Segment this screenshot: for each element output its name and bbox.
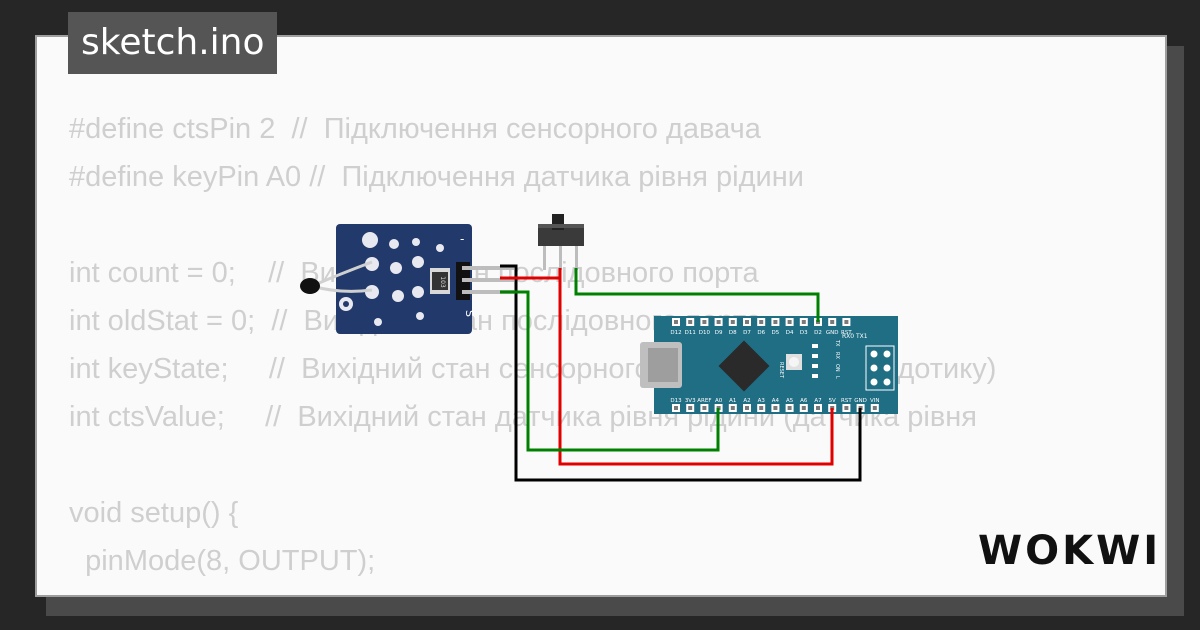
wire-red-5v: [500, 276, 834, 466]
pin-label-minus: -: [460, 232, 464, 246]
pin-hole: [787, 406, 792, 410]
code-line: #define keyPin A0 // Підключення датчика…: [69, 161, 804, 193]
pin-hole: [674, 406, 678, 410]
led-label-rx: RX: [834, 352, 840, 359]
code-line: #define ctsPin 2 // Підключення сенсорно…: [69, 113, 761, 145]
pin-hole: [759, 406, 764, 410]
pin-hole: [674, 320, 678, 324]
pin-hole: [716, 320, 721, 324]
reset-label: RESET: [778, 362, 784, 379]
pin-label: RST: [841, 330, 852, 336]
pin-label: 3V3: [685, 398, 696, 404]
pin-hole: [688, 320, 693, 324]
pin-label: D2: [814, 330, 822, 336]
pin-label: A7: [814, 398, 822, 404]
sensor-module[interactable]: 103 - S: [336, 224, 514, 334]
pin-label: D5: [772, 330, 780, 336]
pin-label: AREF: [697, 398, 711, 404]
pin-label-s: S: [463, 310, 476, 317]
wire-green-d2: [574, 268, 820, 322]
pin-hole: [816, 406, 820, 410]
pin-hole: [702, 406, 707, 410]
pin-label: D11: [685, 330, 696, 336]
pin-label: D8: [729, 330, 737, 336]
pin-hole: [844, 406, 849, 410]
pin-label: A0: [715, 398, 723, 404]
wire-green-a0: [500, 290, 720, 452]
pin-label: D12: [670, 330, 681, 336]
pin-hole: [688, 406, 693, 410]
pin-label: D13: [670, 398, 682, 404]
code-line: pinMode(8, OUTPUT);: [69, 545, 376, 577]
wires: [500, 264, 862, 482]
pin-label: 5V: [829, 398, 836, 404]
thermistor-icon: [300, 260, 373, 294]
pin-hole: [801, 406, 806, 410]
pin-label: D7: [743, 330, 751, 336]
led-label-tx: TX: [834, 339, 840, 347]
pin-label: A5: [786, 398, 794, 404]
sketch-title: sketch.ino: [68, 12, 278, 74]
wire-black-gnd: [500, 264, 862, 482]
pin-label: GND: [826, 330, 839, 336]
pin-hole: [730, 320, 735, 324]
pin-label: D4: [786, 330, 794, 336]
wokwi-logo: WOKWI: [978, 528, 1162, 574]
code-line: void setup() {: [69, 497, 239, 529]
rx-tx-label: RX0 TX1: [842, 333, 868, 340]
slide-switch[interactable]: [538, 214, 584, 270]
led-label-l: L: [834, 376, 840, 379]
chip-label: 103: [439, 276, 446, 288]
pin-label: A2: [743, 398, 750, 404]
pin-label: D6: [757, 330, 765, 336]
pin-hole: [801, 320, 806, 324]
led-label-on: ON: [834, 364, 840, 372]
pin-hole: [773, 320, 778, 324]
pin-hole: [830, 320, 835, 324]
pin-hole: [730, 406, 735, 410]
pin-label: RST: [841, 398, 852, 404]
pin-label: D3: [800, 330, 808, 336]
code-line: digitalWrite(8, HIGH);: [69, 585, 1133, 595]
pin-hole: [759, 320, 764, 324]
pin-hole: [872, 406, 877, 410]
pin-label: A4: [772, 398, 780, 404]
pin-hole: [787, 320, 792, 324]
pin-hole: [702, 320, 707, 324]
pin-label: D9: [715, 330, 723, 336]
pin-hole: [844, 320, 849, 324]
pin-label: A6: [800, 398, 808, 404]
pin-label: A3: [758, 398, 766, 404]
pin-hole: [773, 406, 778, 410]
pin-hole: [745, 406, 749, 410]
pin-label: VIN: [870, 398, 880, 404]
pin-label: GND: [854, 398, 867, 404]
pin-label: A1: [729, 398, 736, 404]
pin-label: D10: [699, 330, 711, 336]
pin-hole: [745, 320, 749, 324]
